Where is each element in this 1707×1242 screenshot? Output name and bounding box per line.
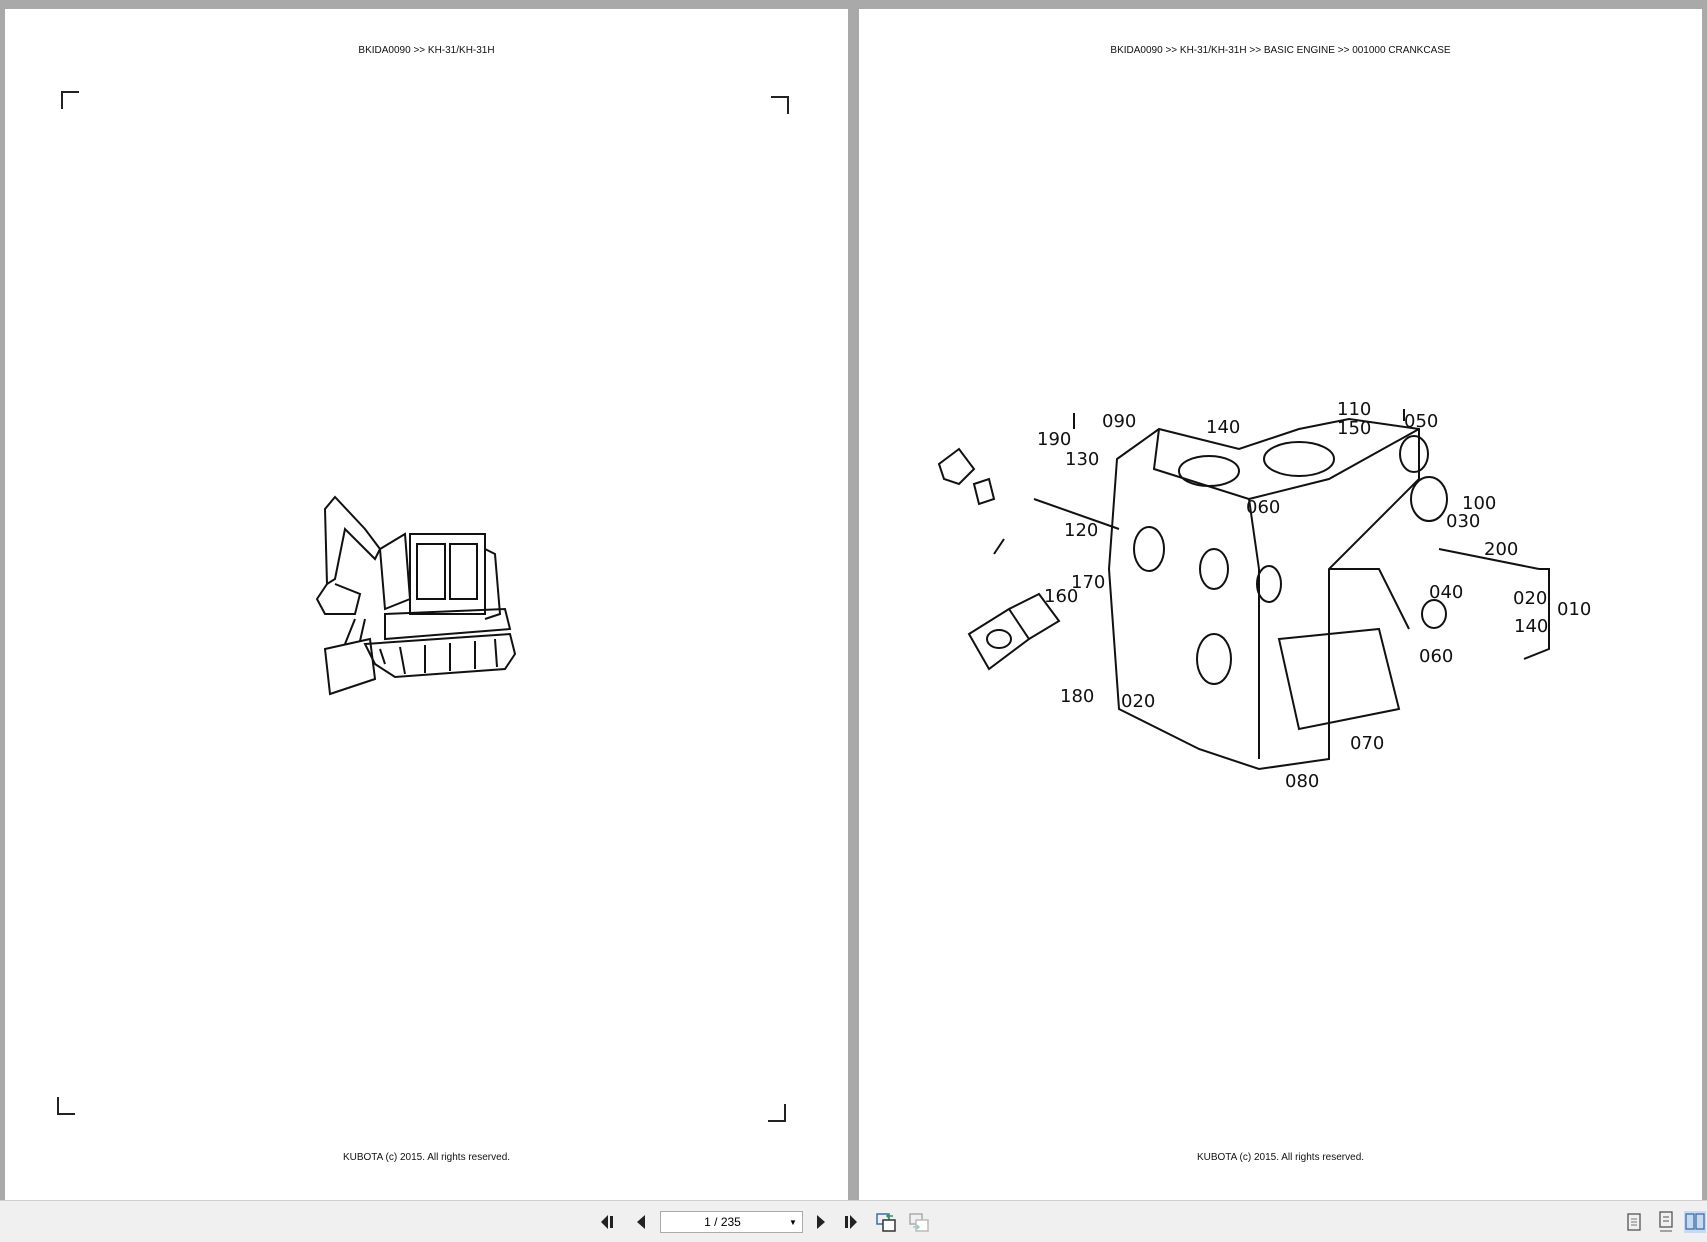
part-label: 050 xyxy=(1404,411,1438,432)
crop-mark xyxy=(61,91,79,109)
part-label: 100 xyxy=(1462,493,1496,514)
part-label: 140 xyxy=(1206,417,1240,438)
part-label: 070 xyxy=(1350,733,1384,754)
part-label: 200 xyxy=(1484,539,1518,560)
part-label: 080 xyxy=(1285,771,1319,792)
crankcase-diagram: 090 110 150 050 140 190 130 060 100 030 … xyxy=(937,399,1591,792)
go-forward-view-icon[interactable] xyxy=(908,1211,930,1233)
part-label: 120 xyxy=(1064,520,1098,541)
page-header: BKIDA0090 >> KH-31/KH-31H xyxy=(358,45,495,56)
first-page-icon[interactable] xyxy=(598,1211,620,1233)
page-number-input[interactable]: 1 / 235 ▼ xyxy=(660,1211,803,1233)
page-2: BKIDA0090 >> KH-31/KH-31H >> BASIC ENGIN… xyxy=(859,9,1702,1200)
page-1: BKIDA0090 >> KH-31/KH-31H KUBOTA (c) 201… xyxy=(5,9,848,1200)
part-label: 140 xyxy=(1514,616,1548,637)
last-page-icon[interactable] xyxy=(842,1211,864,1233)
page-footer: KUBOTA (c) 2015. All rights reserved. xyxy=(342,1152,511,1163)
next-page-icon[interactable] xyxy=(810,1211,832,1233)
part-label: 060 xyxy=(1419,646,1453,667)
part-label: 020 xyxy=(1513,588,1547,609)
continuous-page-icon[interactable] xyxy=(1655,1211,1677,1233)
part-label: 030 xyxy=(1446,511,1480,532)
page-header: BKIDA0090 >> KH-31/KH-31H >> BASIC ENGIN… xyxy=(1110,45,1451,56)
part-label: 160 xyxy=(1044,586,1078,607)
chevron-down-icon[interactable]: ▼ xyxy=(789,1217,797,1227)
part-label: 150 xyxy=(1337,418,1371,439)
previous-page-icon[interactable] xyxy=(630,1211,652,1233)
part-label: 060 xyxy=(1246,497,1280,518)
part-label: 020 xyxy=(1121,691,1155,712)
part-label: 110 xyxy=(1337,399,1371,420)
part-label: 130 xyxy=(1065,449,1099,470)
part-label: 090 xyxy=(1102,411,1136,432)
crop-mark xyxy=(768,1104,786,1122)
single-page-icon[interactable] xyxy=(1623,1211,1645,1233)
part-label: 170 xyxy=(1071,572,1105,593)
page-indicator: 1 / 235 xyxy=(704,1215,741,1229)
crop-mark xyxy=(57,1097,75,1115)
viewer-toolbar: 1 / 235 ▼ xyxy=(0,1200,1707,1242)
part-label: 180 xyxy=(1060,686,1094,707)
two-page-icon[interactable] xyxy=(1684,1211,1706,1233)
excavator-illustration xyxy=(315,495,517,696)
go-back-view-icon[interactable] xyxy=(875,1211,897,1233)
crop-mark xyxy=(771,96,789,114)
part-label: 040 xyxy=(1429,582,1463,603)
part-label: 010 xyxy=(1557,599,1591,620)
page-footer: KUBOTA (c) 2015. All rights reserved. xyxy=(1196,1152,1365,1163)
part-label: 190 xyxy=(1037,429,1071,450)
